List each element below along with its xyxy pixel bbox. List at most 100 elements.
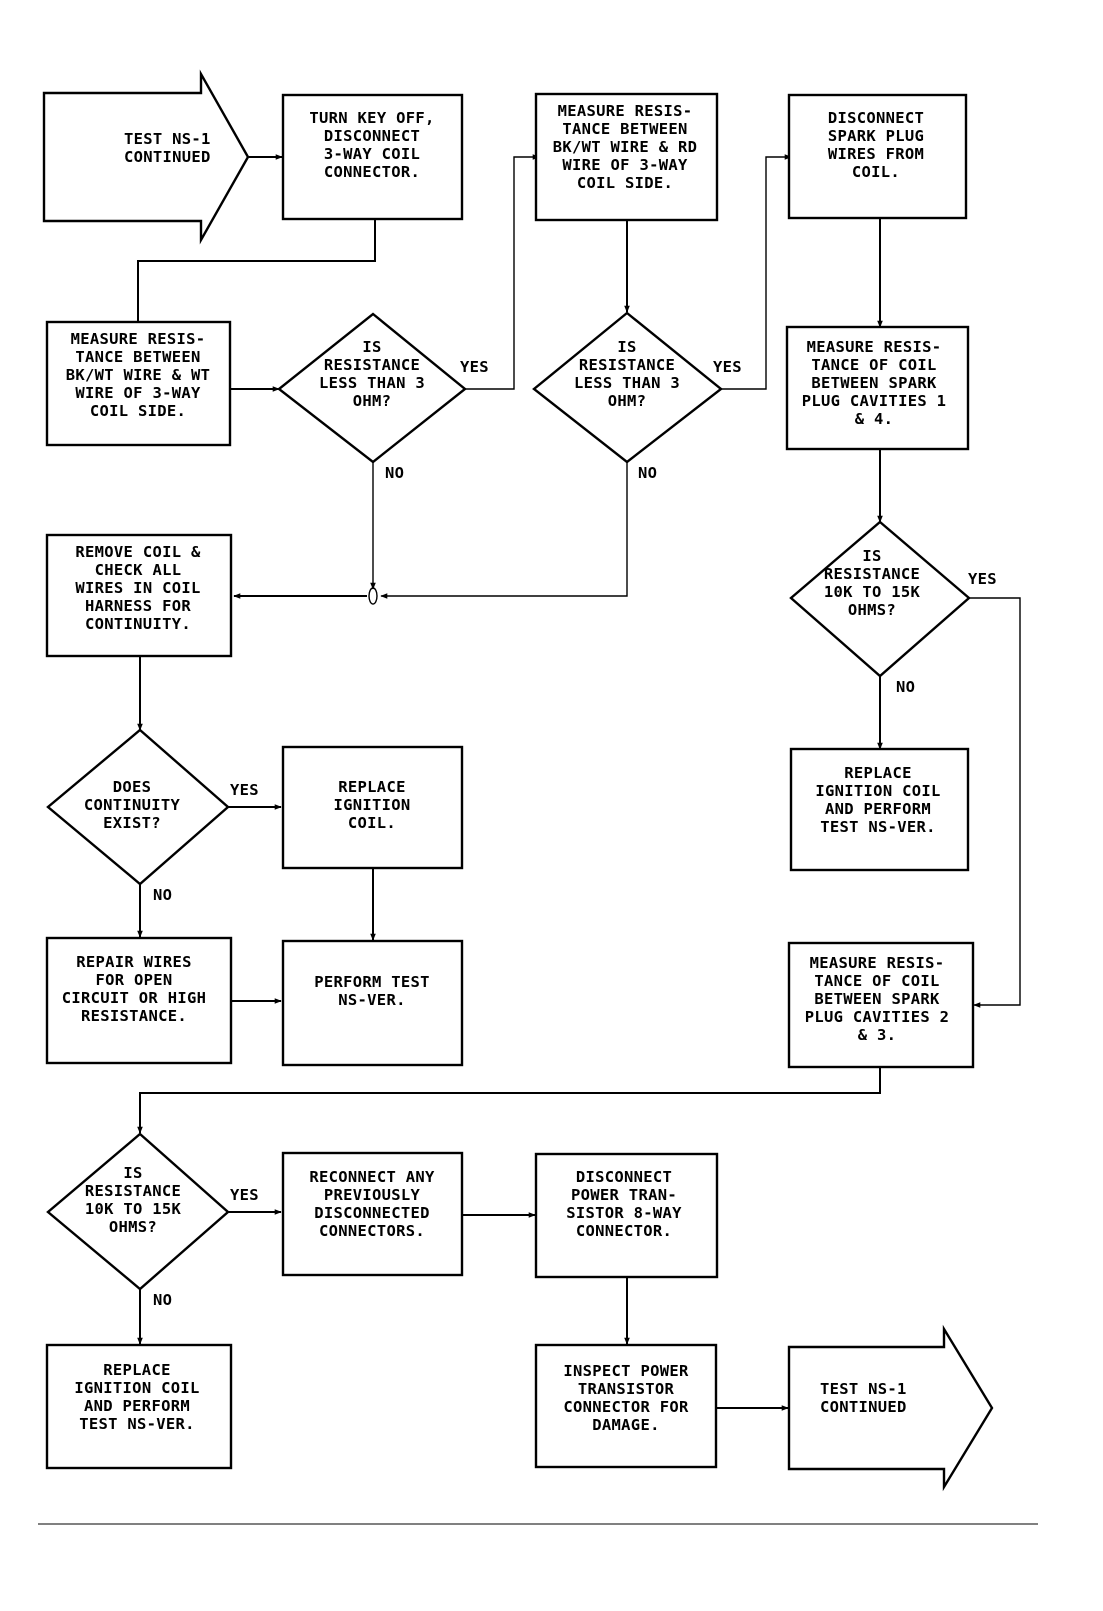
measure-cav-2-3-box [787,941,975,1069]
node-text-line: REPAIR WIRES [76,953,192,971]
node-text-line: PLUG CAVITIES 1 [802,392,946,410]
node-text-line: LESS THAN 3 [319,374,425,392]
node-text-line: BK/WT WIRE & RD [553,138,697,156]
yes-label-decision-continuity: YES [230,781,259,799]
node-text-line: RESISTANCE [85,1182,181,1200]
node-text-line: TANCE OF COIL [814,972,939,990]
node-text-line: RESISTANCE [579,356,675,374]
repair-wires-box [45,936,233,1065]
node-text-line: RECONNECT ANY [309,1168,435,1186]
shapes [42,69,994,1492]
node-text-line: RESISTANCE. [81,1007,187,1025]
edge-decision-rd-yes [721,154,792,390]
node-text-line: CONNECTOR. [324,163,420,181]
node-text-line: RESISTANCE [324,356,420,374]
disconnect-transistor-box [534,1152,719,1279]
no-label-decision-wt: NO [385,464,404,482]
no-label-decision-2-3: NO [153,1291,172,1309]
node-text-line: OHMS? [109,1218,157,1236]
node-text-line: LESS THAN 3 [574,374,680,392]
no-label-decision-continuity: NO [153,886,172,904]
node-text-line: IS [617,338,636,356]
node-text-line: CONTINUED [820,1398,907,1416]
connectors [135,154,1021,1411]
edge-decision-rd-no [380,462,628,599]
node-text-line: REPLACE [844,764,911,782]
node-text-line: DISCONNECT [576,1168,672,1186]
node-text-line: CHECK ALL [95,561,182,579]
node-text-line: WIRES IN COIL [75,579,200,597]
decision-1-4-diamond [789,520,971,678]
node-text-line: REMOVE COIL & [75,543,201,561]
node-text-line: IGNITION COIL [815,782,940,800]
edge-measure-2-3-to-decision [137,1068,881,1134]
node-text-line: IS [862,547,881,565]
no-label-decision-rd: NO [638,464,657,482]
edge-decision-1-4-yes [969,597,1021,1008]
node-text-line: CONNECTORS. [319,1222,425,1240]
node-text-line: DISCONNECT [828,109,924,127]
node-text-line: CIRCUIT OR HIGH [62,989,206,1007]
node-text-line: BETWEEN SPARK [814,990,940,1008]
yes-label-decision-1-4: YES [968,570,997,588]
node-text-line: AND PERFORM [84,1397,190,1415]
node-text-line: MEASURE RESIS- [807,338,942,356]
node-text-line: 3-WAY COIL [324,145,420,163]
remove-coil-box [45,533,233,658]
node-text-line: PERFORM TEST [314,973,430,991]
node-text-line: HARNESS FOR [85,597,191,615]
node-text-line: COIL SIDE. [577,174,673,192]
replace-coil-bottom-box [45,1343,233,1470]
node-text-line: SISTOR 8-WAY [566,1204,682,1222]
no-label-decision-1-4: NO [896,678,915,696]
decision-continuity-diamond [46,728,230,886]
node-text-line: IGNITION [333,796,410,814]
node-text-line: CONNECTOR FOR [563,1398,689,1416]
node-text-line: WIRE OF 3-WAY [75,384,201,402]
node-text-line: REPLACE [338,778,405,796]
node-text-line: TEST NS-VER. [79,1415,195,1433]
node-text-line: COIL SIDE. [90,402,186,420]
node-text-line: TEST NS-1 [820,1380,907,1398]
measure-rd-box [534,92,719,222]
node-text-line: WIRES FROM [828,145,924,163]
node-text-line: TURN KEY OFF, [309,109,434,127]
node-text-line: REPLACE [103,1361,170,1379]
node-text-line: TEST NS-1 [124,130,211,148]
node-text-line: OHMS? [848,601,896,619]
node-text-line: OHM? [608,392,647,410]
inspect-transistor-box [534,1343,718,1469]
node-text-line: IS [123,1164,142,1182]
node-text-line: INSPECT POWER [563,1362,689,1380]
reconnect-box [281,1151,464,1277]
node-text-line: DISCONNECT [324,127,420,145]
node-text-line: BETWEEN SPARK [811,374,937,392]
node-text-line: COIL. [852,163,900,181]
measure-wt-box [45,320,232,447]
decision-2-3-diamond [46,1132,230,1291]
yes-label-decision-2-3: YES [230,1186,259,1204]
node-text-line: DAMAGE. [592,1416,659,1434]
node-text-line: BK/WT WIRE & WT [66,366,210,384]
node-text-line: TANCE BETWEEN [75,348,200,366]
disconnect-plug-wires-box [787,93,968,220]
node-text-line: MEASURE RESIS- [810,954,945,972]
edge-turn-key-to-measure-wt [135,219,376,330]
